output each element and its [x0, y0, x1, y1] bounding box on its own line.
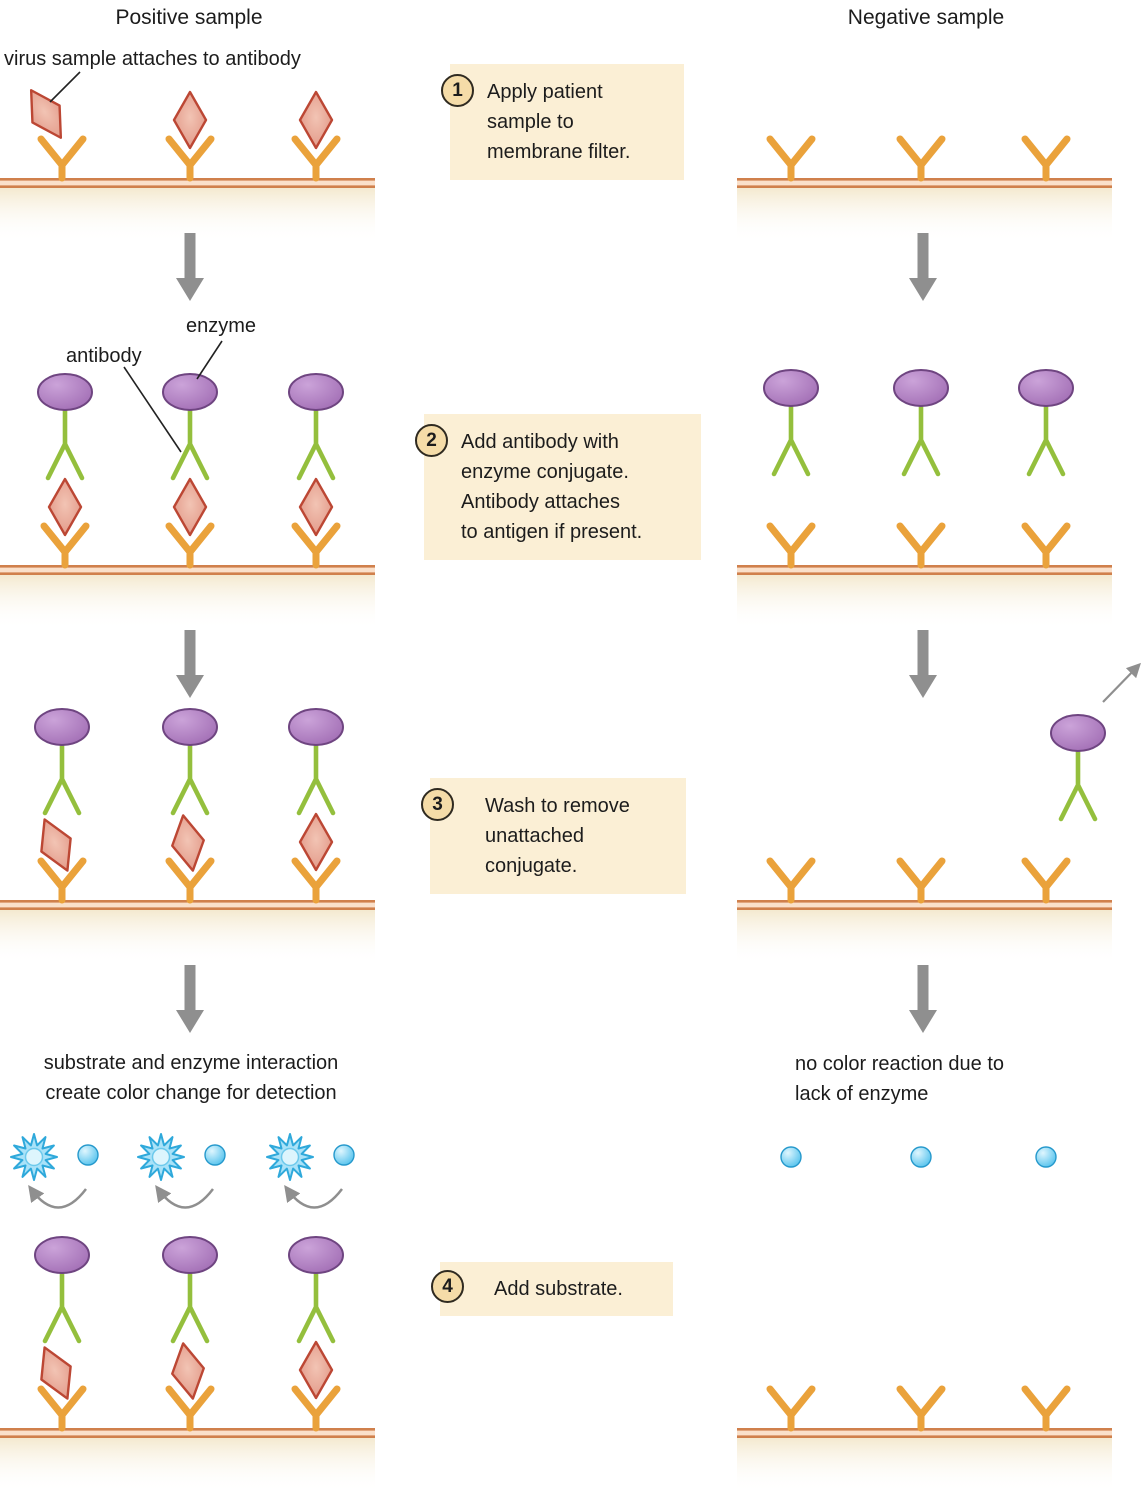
enzyme-conjugate-icon	[163, 374, 217, 478]
capture-antibody-icon	[1025, 861, 1067, 900]
capture-antibody-icon	[900, 139, 942, 178]
flow-arrow-icon	[909, 630, 937, 698]
negative-column	[737, 139, 1141, 1492]
step-4-number: 4	[431, 1270, 464, 1303]
step-3-text: Wash to remove unattached conjugate.	[485, 795, 630, 877]
negative-row-3	[737, 662, 1141, 964]
enzyme-label: enzyme	[186, 315, 257, 337]
capture-antibody-icon	[41, 139, 83, 178]
positive-row-4	[0, 1133, 375, 1492]
enzyme-conjugate-icon	[35, 1237, 89, 1341]
reaction-arrow-icon	[284, 1185, 343, 1209]
step-3-number: 3	[421, 788, 454, 821]
pointer-line	[123, 366, 182, 453]
substrate-ball-icon	[333, 1144, 355, 1166]
membrane-strip	[737, 565, 1112, 629]
capture-antibody-icon	[1025, 139, 1067, 178]
virus-antigen-icon	[298, 90, 334, 150]
enzyme-conjugate-icon	[163, 709, 217, 813]
enzyme-conjugate-icon	[894, 370, 948, 474]
negative-result-label: no color reaction due to lack of enzyme	[795, 1053, 1005, 1105]
membrane-strip	[0, 900, 375, 964]
membrane-strip	[0, 178, 375, 242]
step-1-text: Apply patient sample to membrane filter.	[487, 81, 631, 163]
membrane-strip	[0, 1428, 375, 1492]
substrate-ball-icon	[780, 1146, 802, 1168]
flow-arrow-icon	[909, 233, 937, 301]
enzyme-conjugate-icon	[289, 1237, 343, 1341]
substrate-ball-icon	[77, 1144, 99, 1166]
reaction-arrow-icon	[28, 1185, 87, 1209]
enzyme-conjugate-icon	[289, 709, 343, 813]
product-burst-icon	[137, 1133, 185, 1181]
substrate-ball-icon	[910, 1146, 932, 1168]
flow-arrow-icon	[176, 233, 204, 301]
negative-row-4	[737, 1146, 1112, 1492]
flow-arrow-icon	[176, 965, 204, 1033]
step-3-box: 3 Wash to remove unattached conjugate.	[421, 778, 686, 894]
enzyme-conjugate-icon	[1051, 715, 1105, 819]
enzyme-conjugate-icon	[289, 374, 343, 478]
positive-column	[0, 71, 375, 1492]
reaction-arrow-icon	[155, 1185, 214, 1209]
step-1-number: 1	[441, 74, 474, 107]
step-2-number: 2	[415, 424, 448, 457]
positive-column-title: Positive sample	[115, 6, 263, 29]
capture-antibody-icon	[770, 139, 812, 178]
step-4-box: 4 Add substrate.	[431, 1262, 673, 1316]
membrane-strip	[737, 178, 1112, 242]
virus-antigen-icon	[172, 90, 208, 150]
capture-antibody-icon	[900, 526, 942, 565]
positive-row-3	[0, 709, 375, 964]
step-1-box: 1 Apply patient sample to membrane filte…	[441, 64, 684, 180]
enzyme-conjugate-icon	[764, 370, 818, 474]
product-burst-icon	[10, 1133, 58, 1181]
membrane-strip	[737, 900, 1112, 964]
virus-antigen-icon	[298, 1340, 334, 1400]
enzyme-conjugate-icon	[35, 709, 89, 813]
virus-antigen-icon	[16, 80, 76, 148]
wash-away-arrow-icon	[1102, 662, 1141, 703]
capture-antibody-icon	[770, 526, 812, 565]
positive-row-2	[0, 340, 375, 629]
antibody-label: antibody	[66, 345, 142, 367]
product-burst-icon	[266, 1133, 314, 1181]
substrate-ball-icon	[1035, 1146, 1057, 1168]
virus-antigen-icon	[47, 477, 83, 537]
capture-antibody-icon	[900, 861, 942, 900]
positive-row-1	[0, 71, 375, 242]
step-2-box: 2 Add antibody with enzyme conjugate. An…	[415, 414, 701, 560]
pointer-line	[49, 71, 81, 103]
capture-antibody-icon	[1025, 526, 1067, 565]
enzyme-conjugate-icon	[1019, 370, 1073, 474]
flow-arrow-icon	[909, 965, 937, 1033]
enzyme-conjugate-icon	[163, 1237, 217, 1341]
step-2-text: Add antibody with enzyme conjugate. Anti…	[461, 431, 643, 543]
membrane-strip	[737, 1428, 1112, 1492]
substrate-ball-icon	[204, 1144, 226, 1166]
step-4-text: Add substrate.	[494, 1278, 623, 1300]
virus-antigen-icon	[172, 477, 208, 537]
flow-arrow-icon	[176, 630, 204, 698]
negative-column-title: Negative sample	[847, 6, 1005, 29]
virus-antigen-icon	[298, 812, 334, 872]
negative-row-2	[737, 370, 1112, 629]
positive-result-label: substrate and enzyme interaction create …	[43, 1052, 339, 1104]
capture-antibody-icon	[1025, 1389, 1067, 1428]
pointer-line	[196, 340, 223, 380]
negative-row-1	[737, 139, 1112, 242]
capture-antibody-icon	[900, 1389, 942, 1428]
enzyme-conjugate-icon	[38, 374, 92, 478]
virus-antigen-icon	[298, 477, 334, 537]
capture-antibody-icon	[770, 861, 812, 900]
virus-sample-label: virus sample attaches to antibody	[4, 48, 301, 70]
capture-antibody-icon	[770, 1389, 812, 1428]
membrane-strip	[0, 565, 375, 629]
